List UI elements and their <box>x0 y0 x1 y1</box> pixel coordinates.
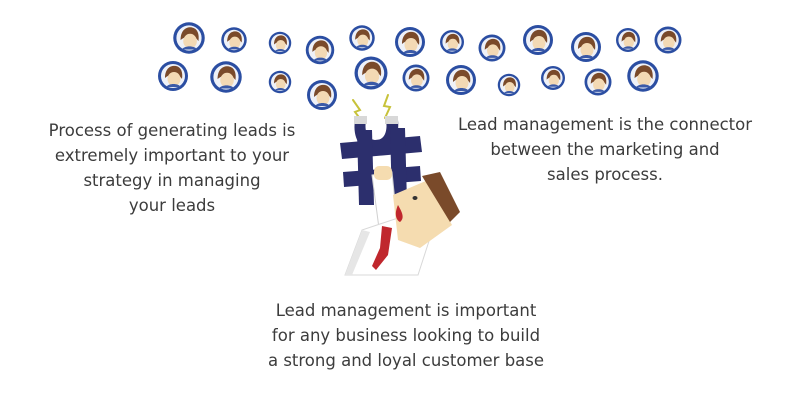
avatar-icon <box>268 70 292 94</box>
avatar-icon <box>616 28 640 52</box>
avatar-icon <box>395 27 425 57</box>
caption-line: between the marketing and <box>490 140 720 159</box>
caption-line: strategy in managing <box>83 171 261 190</box>
avatar-icon <box>478 34 506 62</box>
avatar-icon <box>440 30 464 54</box>
avatar-icon <box>541 66 565 90</box>
caption-line: Lead management is the connector <box>457 115 753 134</box>
avatar-icon <box>446 65 476 95</box>
magnet-icon <box>340 116 422 205</box>
avatar-icon <box>497 73 521 97</box>
caption-lead-generation: Process of generating leads is extremely… <box>22 118 322 218</box>
avatar-icon <box>210 61 242 93</box>
caption-line: extremely important to your <box>54 146 290 165</box>
avatar-icon <box>349 25 375 51</box>
avatar-icon <box>402 64 430 92</box>
avatar-icon <box>173 22 205 54</box>
avatar-icon <box>654 26 682 54</box>
avatar-icon <box>571 32 601 62</box>
caption-customer-base: Lead management is important for any bus… <box>236 298 576 373</box>
avatar-icon <box>307 80 337 110</box>
avatar-icon <box>158 61 188 91</box>
avatar-icon <box>627 60 659 92</box>
caption-line: Process of generating leads is <box>48 121 296 140</box>
avatar-icon <box>523 25 553 55</box>
caption-line: for any business looking to build <box>271 326 541 345</box>
caption-line: Lead management is important <box>275 301 537 320</box>
caption-line: your leads <box>128 196 216 215</box>
avatar-icon <box>354 56 388 90</box>
avatar-icon <box>221 27 247 53</box>
avatar-icon <box>305 35 335 65</box>
businessman-icon <box>344 166 460 276</box>
caption-line: sales process. <box>547 165 663 184</box>
caption-lead-connector: Lead management is the connector between… <box>440 112 770 187</box>
caption-line: a strong and loyal customer base <box>267 351 545 370</box>
avatar-icon <box>584 68 612 96</box>
avatar-icon <box>268 31 292 55</box>
leads-crowd <box>158 22 682 110</box>
